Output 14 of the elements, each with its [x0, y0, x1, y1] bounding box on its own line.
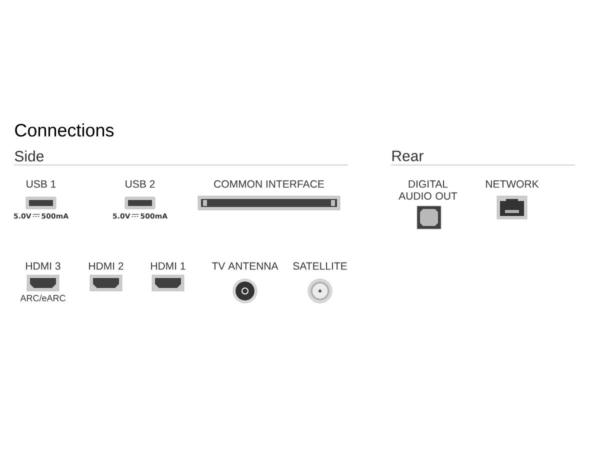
port-label: SATELLITE — [293, 262, 347, 270]
port-label: HDMI 1 — [151, 262, 186, 270]
section-heading: Side — [14, 150, 44, 162]
port-label: TV ANTENNA — [212, 262, 278, 270]
port-label: USB 2 — [126, 180, 155, 188]
port-label: NETWORK — [486, 180, 539, 188]
port-label: DIGITAL AUDIO OUT — [398, 180, 458, 200]
port-label: COMMON INTERFACE — [214, 180, 324, 188]
section-heading: Rear — [392, 150, 424, 162]
port-label: HDMI 3 — [26, 262, 60, 270]
port-label: HDMI 2 — [89, 262, 124, 270]
port-note: ARC/eARC — [20, 294, 66, 302]
port-label: USB 1 — [26, 180, 56, 188]
title: Connections — [15, 123, 114, 137]
